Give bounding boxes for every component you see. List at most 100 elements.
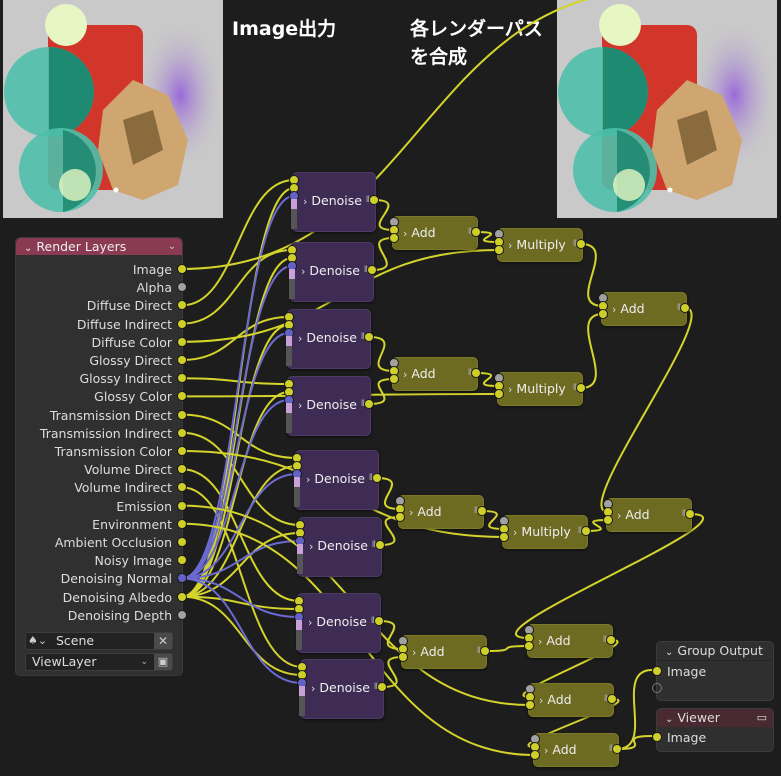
denoise-option-socket[interactable]: [286, 403, 292, 413]
multiply-output-socket[interactable]: [576, 239, 586, 249]
denoise-option-socket[interactable]: [297, 554, 303, 564]
add-output-socket[interactable]: [471, 368, 481, 378]
denoise-option-socket[interactable]: [286, 356, 292, 366]
group-output-image-socket[interactable]: [652, 666, 662, 676]
viewer-image-socket[interactable]: [652, 732, 662, 742]
group-output-header[interactable]: ⌄Group Output: [657, 642, 773, 661]
multiply-output-socket[interactable]: [576, 383, 586, 393]
render-output-socket[interactable]: [177, 264, 187, 274]
denoise-image-output-socket[interactable]: [377, 682, 387, 692]
dropdown-chevron-icon[interactable]: ⌄: [140, 657, 148, 667]
clear-scene-button[interactable]: ✕: [154, 633, 172, 649]
collapse-chevron-icon[interactable]: ⌄: [665, 647, 674, 658]
render-output-socket[interactable]: [177, 427, 187, 438]
expand-chevron-icon[interactable]: ›: [544, 744, 549, 757]
add-output-socket[interactable]: [685, 509, 695, 519]
collapse-chevron-icon[interactable]: ⌄: [665, 714, 674, 725]
render-layers-header[interactable]: ⌄Render Layers ⌄: [16, 238, 182, 255]
denoise-option-socket[interactable]: [296, 640, 302, 650]
render-output-socket[interactable]: [177, 573, 187, 584]
denoise-option-socket[interactable]: [297, 564, 303, 574]
denoise-option-socket[interactable]: [296, 620, 302, 630]
denoise-image-output-socket[interactable]: [367, 265, 377, 275]
add-input-b-socket[interactable]: [603, 515, 613, 525]
scene-type-icon[interactable]: ♠⌄: [28, 634, 48, 647]
collapse-chevron-icon[interactable]: ⌄: [24, 243, 33, 254]
render-output-socket[interactable]: [177, 555, 187, 566]
multiply-input-b-socket[interactable]: [499, 532, 509, 542]
render-output-socket[interactable]: [177, 391, 187, 402]
render-output-socket[interactable]: [177, 336, 187, 347]
render-output-socket[interactable]: [177, 446, 187, 456]
expand-chevron-icon[interactable]: ›: [409, 506, 414, 519]
denoise-option-socket[interactable]: [299, 686, 305, 696]
expand-chevron-icon[interactable]: ›: [311, 682, 316, 695]
render-output-socket[interactable]: [177, 591, 187, 602]
denoise-option-socket[interactable]: [289, 289, 295, 299]
paste-icon[interactable]: ▣: [154, 654, 172, 670]
expand-chevron-icon[interactable]: ›: [612, 303, 617, 316]
expand-chevron-icon[interactable]: ›: [617, 509, 622, 522]
group-output-node[interactable]: ⌄Group Output Image: [656, 641, 774, 701]
render-output-socket[interactable]: [177, 409, 187, 420]
denoise-option-socket[interactable]: [289, 269, 295, 279]
multiply-output-socket[interactable]: [581, 526, 591, 536]
denoise-option-socket[interactable]: [291, 199, 297, 209]
denoise-image-output-socket[interactable]: [372, 473, 382, 483]
render-output-socket[interactable]: [177, 500, 187, 511]
add-output-socket[interactable]: [612, 744, 622, 754]
add-output-socket[interactable]: [477, 506, 487, 516]
expand-chevron-icon[interactable]: ›: [306, 473, 311, 486]
render-output-socket[interactable]: [177, 537, 187, 547]
viewer-node[interactable]: ⌄Viewer ▭ Image: [656, 708, 774, 752]
denoise-option-socket[interactable]: [294, 477, 300, 487]
denoise-option-socket[interactable]: [294, 487, 300, 497]
group-output-empty-socket[interactable]: [652, 683, 662, 693]
add-input-b-socket[interactable]: [525, 700, 535, 710]
expand-chevron-icon[interactable]: ›: [403, 368, 408, 381]
expand-chevron-icon[interactable]: ›: [539, 694, 544, 707]
add-output-socket[interactable]: [606, 635, 616, 645]
expand-chevron-icon[interactable]: ›: [538, 635, 543, 648]
denoise-option-socket[interactable]: [286, 336, 292, 346]
add-output-socket[interactable]: [607, 694, 617, 704]
add-input-b-socket[interactable]: [598, 309, 608, 319]
expand-chevron-icon[interactable]: ›: [508, 239, 513, 252]
denoise-image-output-socket[interactable]: [369, 195, 379, 205]
add-input-b-socket[interactable]: [398, 652, 408, 662]
denoise-image-output-socket[interactable]: [375, 540, 385, 550]
render-output-socket[interactable]: [177, 300, 187, 311]
denoise-option-socket[interactable]: [299, 706, 305, 716]
denoise-option-socket[interactable]: [286, 423, 292, 433]
render-output-socket[interactable]: [177, 518, 187, 529]
denoise-option-socket[interactable]: [286, 413, 292, 423]
denoise-option-socket[interactable]: [291, 219, 297, 229]
scene-selector[interactable]: ♠⌄ Scene ✕: [25, 632, 173, 650]
monitor-icon[interactable]: ▭: [756, 711, 767, 724]
expand-chevron-icon[interactable]: ›: [303, 195, 308, 208]
expand-chevron-icon[interactable]: ›: [508, 383, 513, 396]
add-output-socket[interactable]: [680, 303, 690, 313]
scene-name[interactable]: Scene: [56, 633, 95, 648]
expand-chevron-icon[interactable]: ›: [412, 646, 417, 659]
denoise-image-output-socket[interactable]: [364, 332, 374, 342]
viewer-header[interactable]: ⌄Viewer ▭: [657, 709, 773, 727]
denoise-option-socket[interactable]: [291, 209, 297, 219]
denoise-option-socket[interactable]: [299, 696, 305, 706]
expand-chevron-icon[interactable]: ›: [298, 399, 303, 412]
expand-chevron-icon[interactable]: ›: [298, 332, 303, 345]
